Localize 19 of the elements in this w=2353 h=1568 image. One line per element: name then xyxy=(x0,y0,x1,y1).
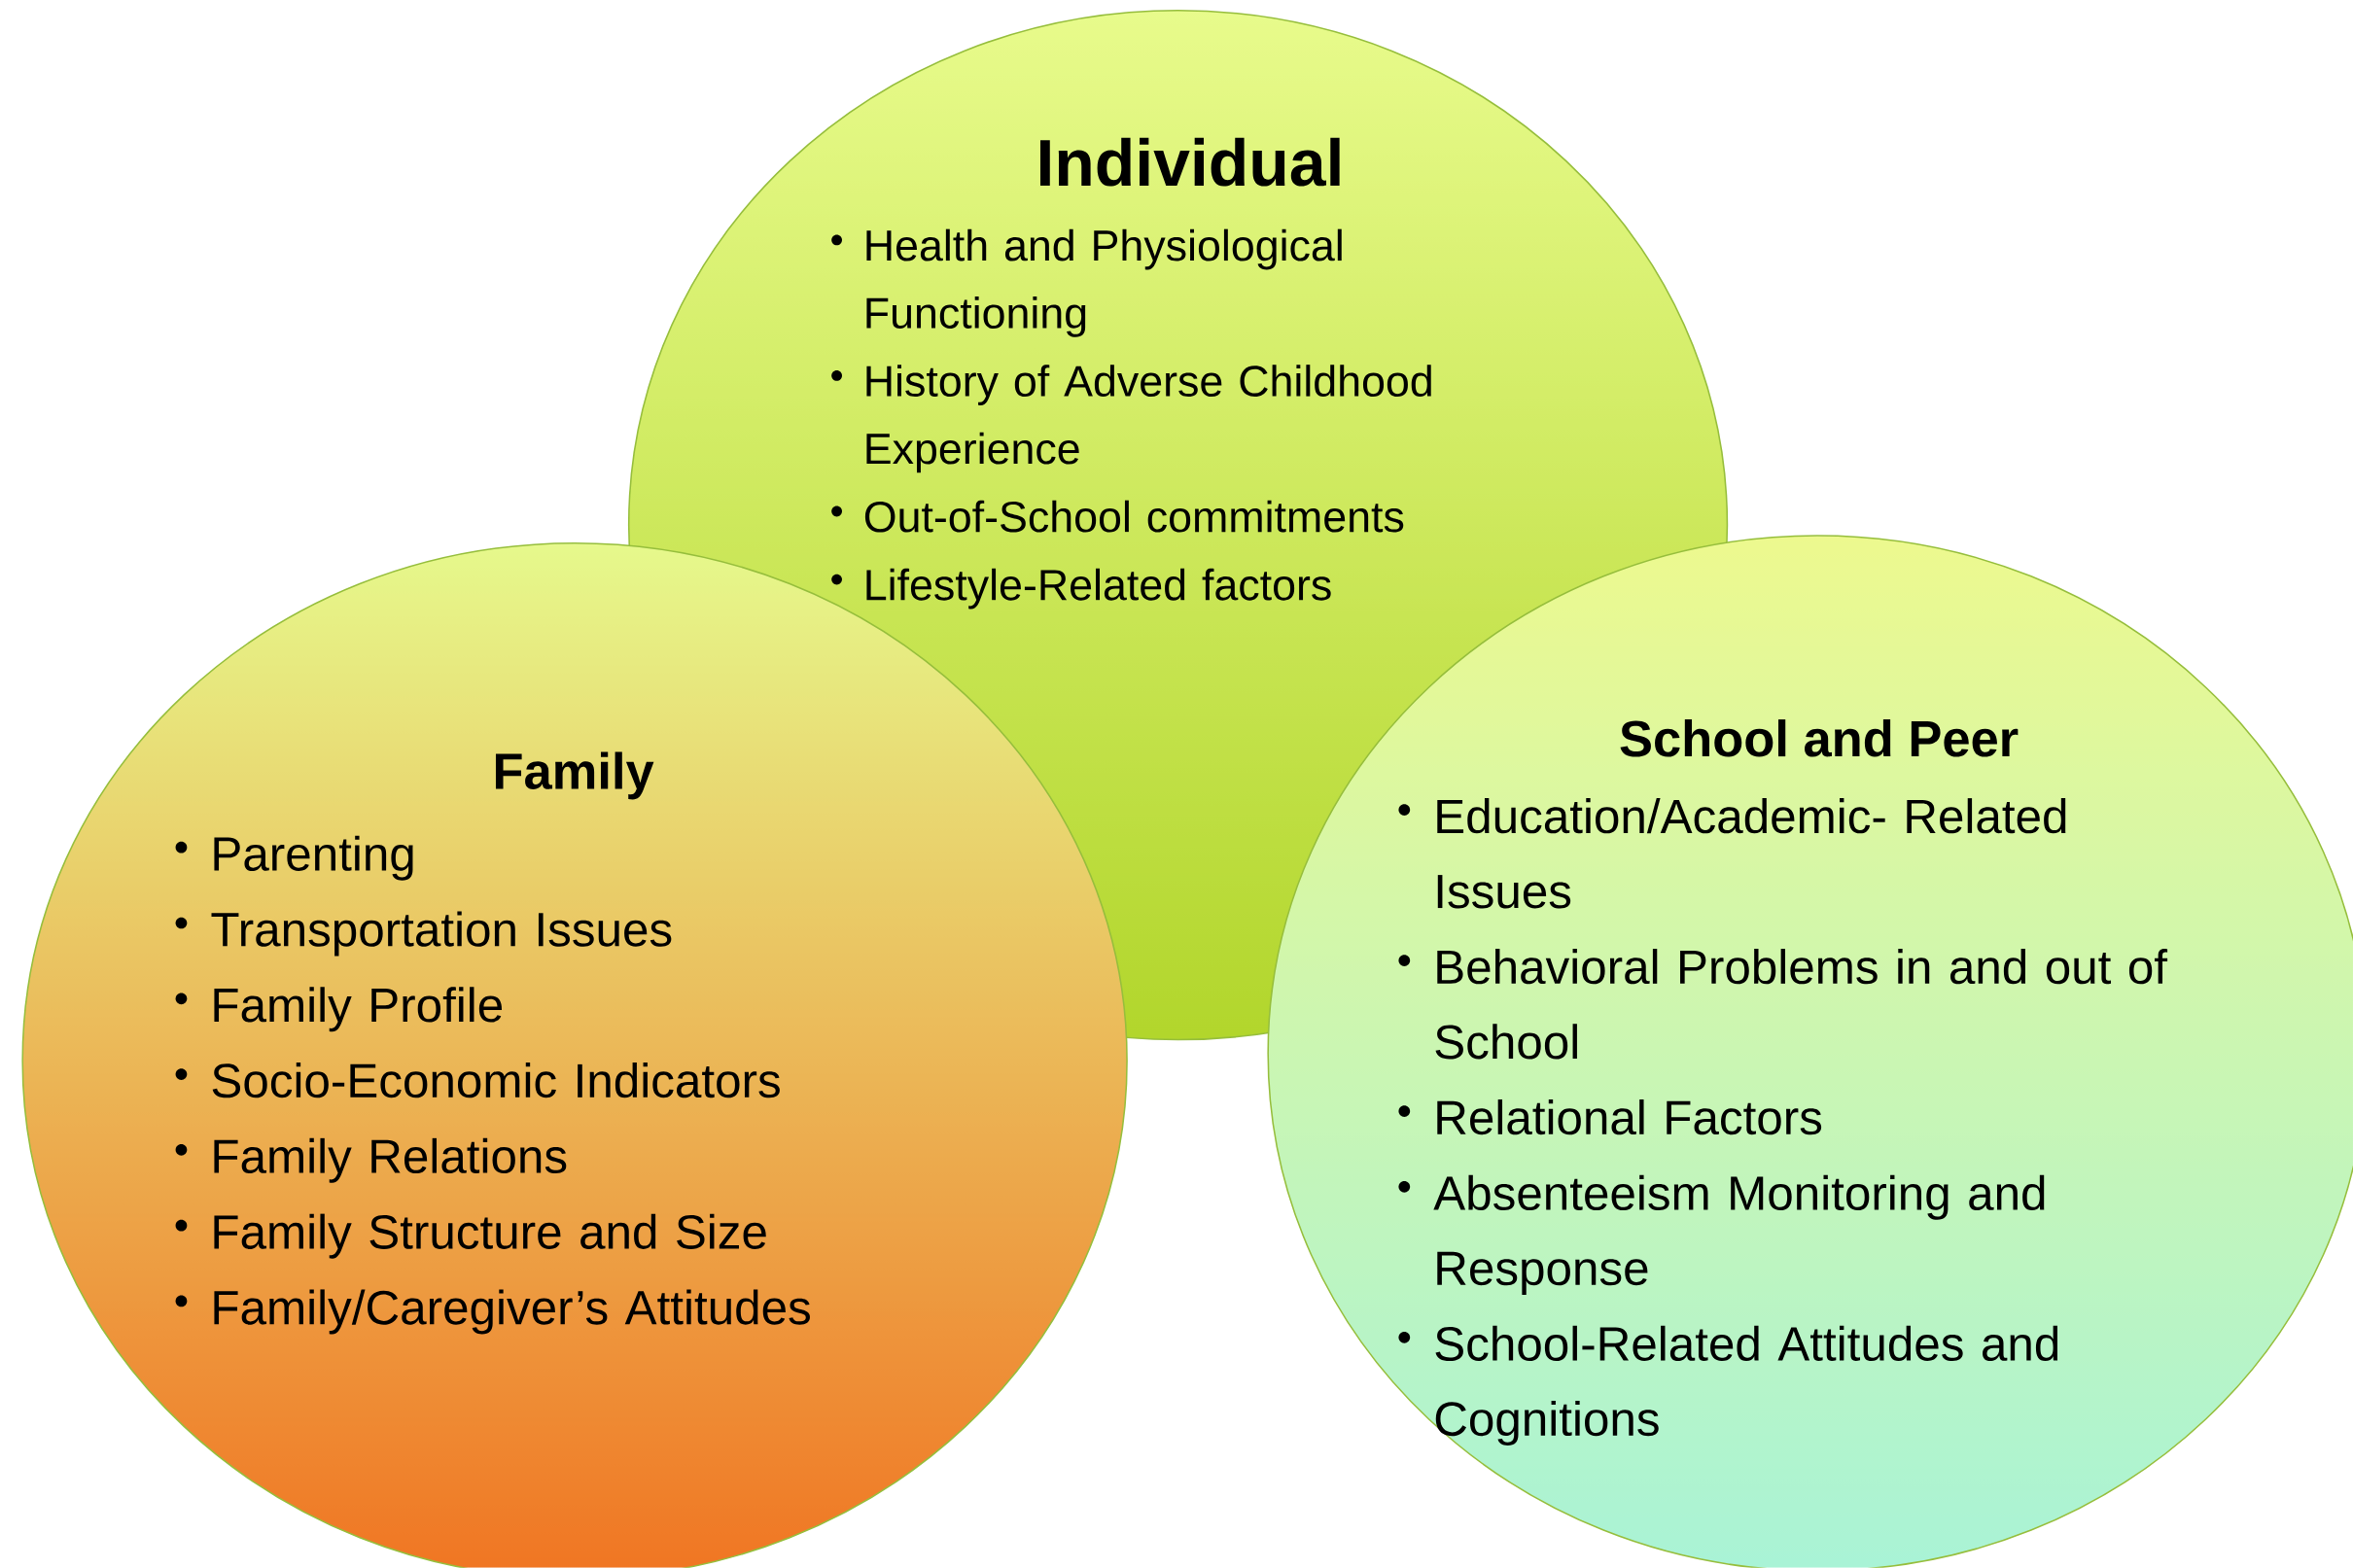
circle-heading: Family xyxy=(495,751,654,800)
bullet-item: History of Adverse Childhood Experience xyxy=(866,365,1431,473)
circle-heading: Individual xyxy=(1040,137,1340,187)
bullet-item: Health and Physiological Functioning xyxy=(866,228,1342,337)
bullet-item: Family Relations xyxy=(214,1137,567,1183)
bullet-item: Family/Caregiver’s Attitudes xyxy=(214,1289,810,1335)
bullet-item: Lifestyle-Related factors xyxy=(866,568,1331,610)
bullet-item: Behavioral Problems in and out of School xyxy=(1435,949,2168,1060)
bullet-item: Out-of-School commitments xyxy=(864,500,1404,533)
circle-heading: School and Peer xyxy=(1620,719,2019,757)
bullet-item: Socio-Economic Indicators xyxy=(212,1063,780,1098)
bullet-item: Absenteeism Monitoring and Response xyxy=(1433,1174,2045,1296)
bullet-item: Family Profile xyxy=(214,987,502,1032)
bullet-item: Relational Factors xyxy=(1437,1099,1822,1135)
bullet-item: Parenting xyxy=(214,835,413,881)
bullet-item: Family Structure and Size xyxy=(214,1213,766,1259)
bullet-item: School-Related Attitudes and Cognitions xyxy=(1435,1325,2058,1446)
bullet-item: Education/Academic- Related Issues xyxy=(1437,798,2066,909)
bullet-item: Transportation Issues xyxy=(211,911,672,957)
